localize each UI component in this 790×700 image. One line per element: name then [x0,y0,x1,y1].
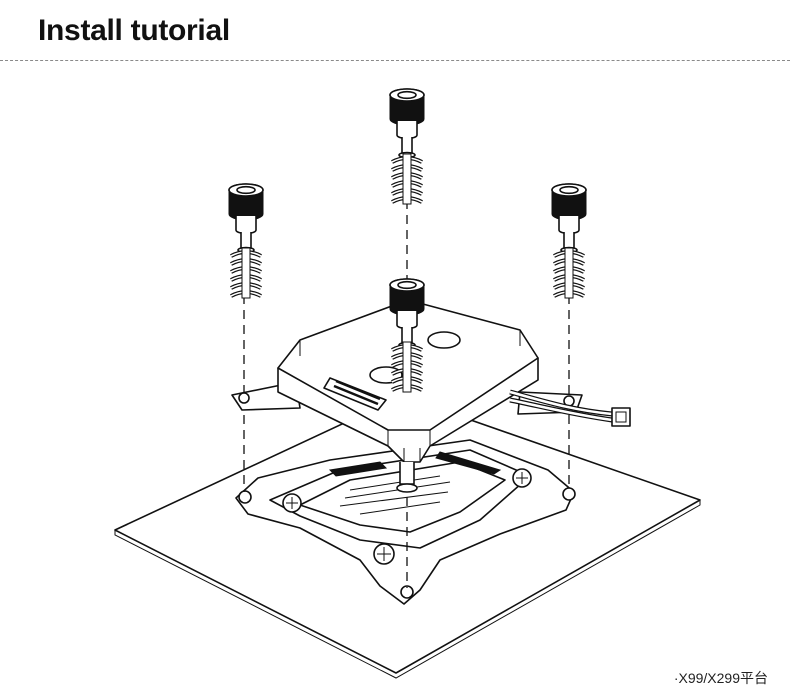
platform-caption: ·X99/X299平台 [673,670,768,686]
thumb-screw-icon [551,183,587,254]
socket-bracket [235,439,576,605]
header-divider [0,60,790,61]
thumb-screw-icon [389,88,425,159]
spring-icon [390,152,424,206]
install-diagram [114,88,701,679]
thumb-screw-icon [228,183,264,254]
page-title: Install tutorial [38,14,230,47]
spring-icon [229,246,263,300]
spring-icon [552,246,586,300]
